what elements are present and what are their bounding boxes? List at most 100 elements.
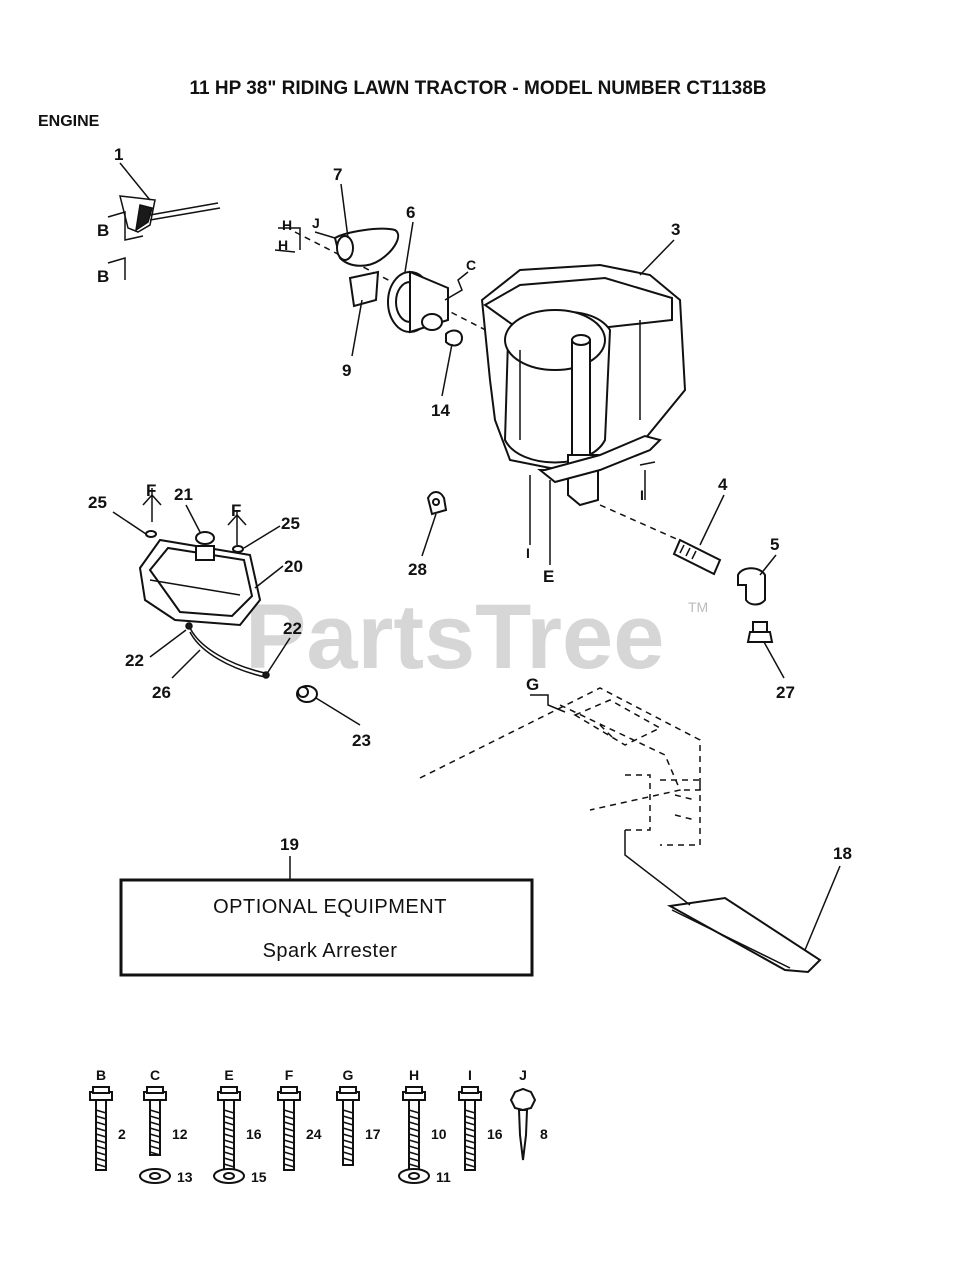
air-filter-element-part[interactable] xyxy=(348,270,380,308)
leader-18 xyxy=(804,865,841,951)
callout-6: 6 xyxy=(406,203,415,222)
callout-26: 26 xyxy=(152,683,171,702)
hardware-letter: J xyxy=(519,1067,527,1083)
callout-21: 21 xyxy=(174,485,193,504)
letter-i-right: I xyxy=(640,487,644,503)
leader-6 xyxy=(404,221,414,273)
muffler-cap-part[interactable] xyxy=(746,621,774,643)
letter-i-left: I xyxy=(526,545,530,561)
hardware-part-number: 10 xyxy=(431,1126,447,1142)
leader-4 xyxy=(699,494,725,546)
leader-23 xyxy=(315,697,361,726)
exhaust-pipe-part[interactable] xyxy=(672,538,722,576)
leader-3 xyxy=(639,239,675,276)
hardware-part-number: 16 xyxy=(487,1126,503,1142)
watermark-trademark: TM xyxy=(688,599,708,615)
callout-7: 7 xyxy=(333,165,342,184)
throttle-control-part[interactable] xyxy=(119,162,221,233)
callout-14: 14 xyxy=(431,401,450,420)
center-line-exhaust xyxy=(599,504,691,546)
leader-b1 xyxy=(107,210,144,241)
watermark: PartsTree xyxy=(245,586,664,688)
hardware-letter: G xyxy=(343,1067,354,1083)
hardware-part-number: 16 xyxy=(246,1126,262,1142)
air-cleaner-cover-part[interactable] xyxy=(333,227,400,267)
section-title: ENGINE xyxy=(38,113,100,130)
hardware-j[interactable]: J8 xyxy=(509,1067,548,1161)
leader-7 xyxy=(340,183,349,239)
leader-h2 xyxy=(274,249,296,253)
leader-20 xyxy=(254,565,284,589)
hardware-letter: I xyxy=(468,1067,472,1083)
callout-3: 3 xyxy=(671,220,680,239)
hardware-letter: C xyxy=(150,1067,160,1083)
hardware-letter: B xyxy=(96,1067,106,1083)
callout-20: 20 xyxy=(284,557,303,576)
leader-9 xyxy=(351,299,363,357)
leader-21 xyxy=(185,504,201,533)
hardware-letter: H xyxy=(409,1067,419,1083)
hardware-part-number: 2 xyxy=(118,1126,126,1142)
letter-f-right: F xyxy=(231,501,241,520)
grommet-part-left[interactable] xyxy=(145,530,157,538)
leader-25-right xyxy=(243,525,281,549)
leader-5 xyxy=(759,554,777,576)
hardware-f[interactable]: F 24 xyxy=(277,1067,322,1171)
clip-part[interactable] xyxy=(426,491,448,516)
hardware-part-number: 8 xyxy=(540,1126,548,1142)
callout-25-right: 25 xyxy=(281,514,300,533)
hose-clamp-part-lower[interactable] xyxy=(262,671,270,679)
leader-j1 xyxy=(314,231,336,239)
heat-shield-part[interactable] xyxy=(624,830,822,974)
fuel-filter-part[interactable] xyxy=(296,685,318,703)
letter-j: J xyxy=(312,215,320,231)
fuel-tank-part[interactable] xyxy=(138,538,262,627)
callout-4: 4 xyxy=(718,475,728,494)
callout-23: 23 xyxy=(352,731,371,750)
leader-b2 xyxy=(107,256,126,280)
callout-25-left: 25 xyxy=(88,493,107,512)
letter-h-lower: H xyxy=(278,237,288,253)
leader-f1 xyxy=(142,488,162,522)
hardware-letter: E xyxy=(224,1067,233,1083)
grommet-part-right[interactable] xyxy=(232,545,244,553)
letter-c: C xyxy=(466,257,476,273)
hardware-part-number: 12 xyxy=(172,1126,188,1142)
fuel-cap-part[interactable] xyxy=(195,531,215,561)
engine-part[interactable] xyxy=(480,263,687,507)
letter-g: G xyxy=(526,675,539,694)
hardware-part-number: 24 xyxy=(306,1126,322,1142)
washer-part-number: 13 xyxy=(177,1169,193,1185)
clamp-part[interactable] xyxy=(445,329,464,347)
leader-c xyxy=(444,271,469,301)
callout-19: 19 xyxy=(280,835,299,854)
frame-outline xyxy=(419,687,701,846)
letter-b-lower: B xyxy=(97,267,109,286)
leader-h1 xyxy=(278,227,301,250)
fuel-line-part[interactable] xyxy=(189,627,266,678)
leader-22-left xyxy=(149,629,187,658)
hardware-i[interactable]: I 16 xyxy=(458,1067,503,1171)
leader-g xyxy=(530,694,566,713)
optional-equipment-item: Spark Arrester xyxy=(263,940,398,962)
air-cleaner-base-part[interactable] xyxy=(387,270,449,334)
leader-26 xyxy=(171,649,201,679)
leader-i1 xyxy=(639,461,656,500)
page-title: 11 HP 38" RIDING LAWN TRACTOR - MODEL NU… xyxy=(190,78,767,99)
exhaust-elbow-part[interactable] xyxy=(737,567,766,606)
hose-clamp-part-upper[interactable] xyxy=(185,622,193,630)
callout-1: 1 xyxy=(114,145,123,164)
hardware-c[interactable]: C 12 13 xyxy=(139,1067,193,1185)
hardware-letter: F xyxy=(285,1067,294,1083)
hardware-g[interactable]: G17 xyxy=(336,1067,381,1166)
leader-28 xyxy=(421,513,437,557)
callout-5: 5 xyxy=(770,535,779,554)
leader-f2 xyxy=(227,510,247,545)
letter-h-upper: H xyxy=(282,217,292,233)
hardware-b[interactable]: B2 xyxy=(89,1067,126,1171)
callout-22-right: 22 xyxy=(283,619,302,638)
